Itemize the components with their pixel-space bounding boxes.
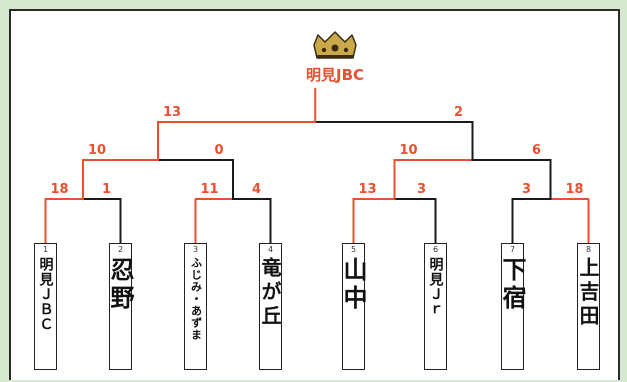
- r1-left-score: 11: [200, 182, 218, 197]
- crown-icon: [313, 31, 357, 59]
- team-seed: 2: [117, 245, 124, 254]
- final-right-score: 2: [454, 105, 463, 120]
- team-seed: 7: [509, 245, 516, 254]
- r1-right-score: 4: [252, 182, 261, 197]
- team-box: 8 上吉田: [576, 243, 600, 370]
- r1-right-score: 1: [102, 182, 111, 197]
- team-seed: 8: [585, 245, 592, 254]
- team-box: 2 忍野: [106, 243, 134, 370]
- team-seed: 5: [350, 245, 357, 254]
- team-box: 4 竜が丘: [258, 243, 282, 370]
- r1-right-score: 3: [417, 182, 426, 197]
- team-name: ふじみ・あずま: [189, 257, 203, 341]
- team-box: 1 明見ＪＢＣ: [34, 243, 57, 370]
- team-box: 5 山中: [339, 243, 367, 370]
- r2-right-score: 6: [532, 143, 541, 158]
- team-seed: 3: [192, 245, 199, 254]
- r2-right-score: 0: [214, 143, 223, 158]
- team-box: 7 下宿: [498, 243, 526, 370]
- bracket-lines: [44, 88, 590, 244]
- team-seed: 1: [42, 245, 49, 254]
- team-name: 山中: [339, 257, 367, 313]
- champion-name: 明見JBC: [306, 66, 364, 84]
- team-box: 3 ふじみ・あずま: [184, 243, 207, 370]
- r1-left-score: 13: [358, 182, 376, 197]
- team-name: 明見ＪＢＣ: [37, 257, 54, 332]
- team-name: 上吉田: [576, 257, 600, 329]
- team-seed: 4: [267, 245, 274, 254]
- final-left-score: 13: [163, 105, 181, 120]
- r1-left-score: 3: [522, 182, 531, 197]
- team-seed: 6: [432, 245, 439, 254]
- team-box: 6 明見Ｊｒ: [424, 243, 447, 370]
- r1-right-score: 18: [565, 182, 583, 197]
- team-name: 明見Ｊｒ: [427, 257, 444, 317]
- team-name: 下宿: [498, 257, 526, 313]
- r2-left-score: 10: [88, 143, 106, 158]
- r1-left-score: 18: [50, 182, 68, 197]
- team-name: 竜が丘: [258, 257, 282, 329]
- r2-left-score: 10: [399, 143, 417, 158]
- team-name: 忍野: [106, 257, 134, 313]
